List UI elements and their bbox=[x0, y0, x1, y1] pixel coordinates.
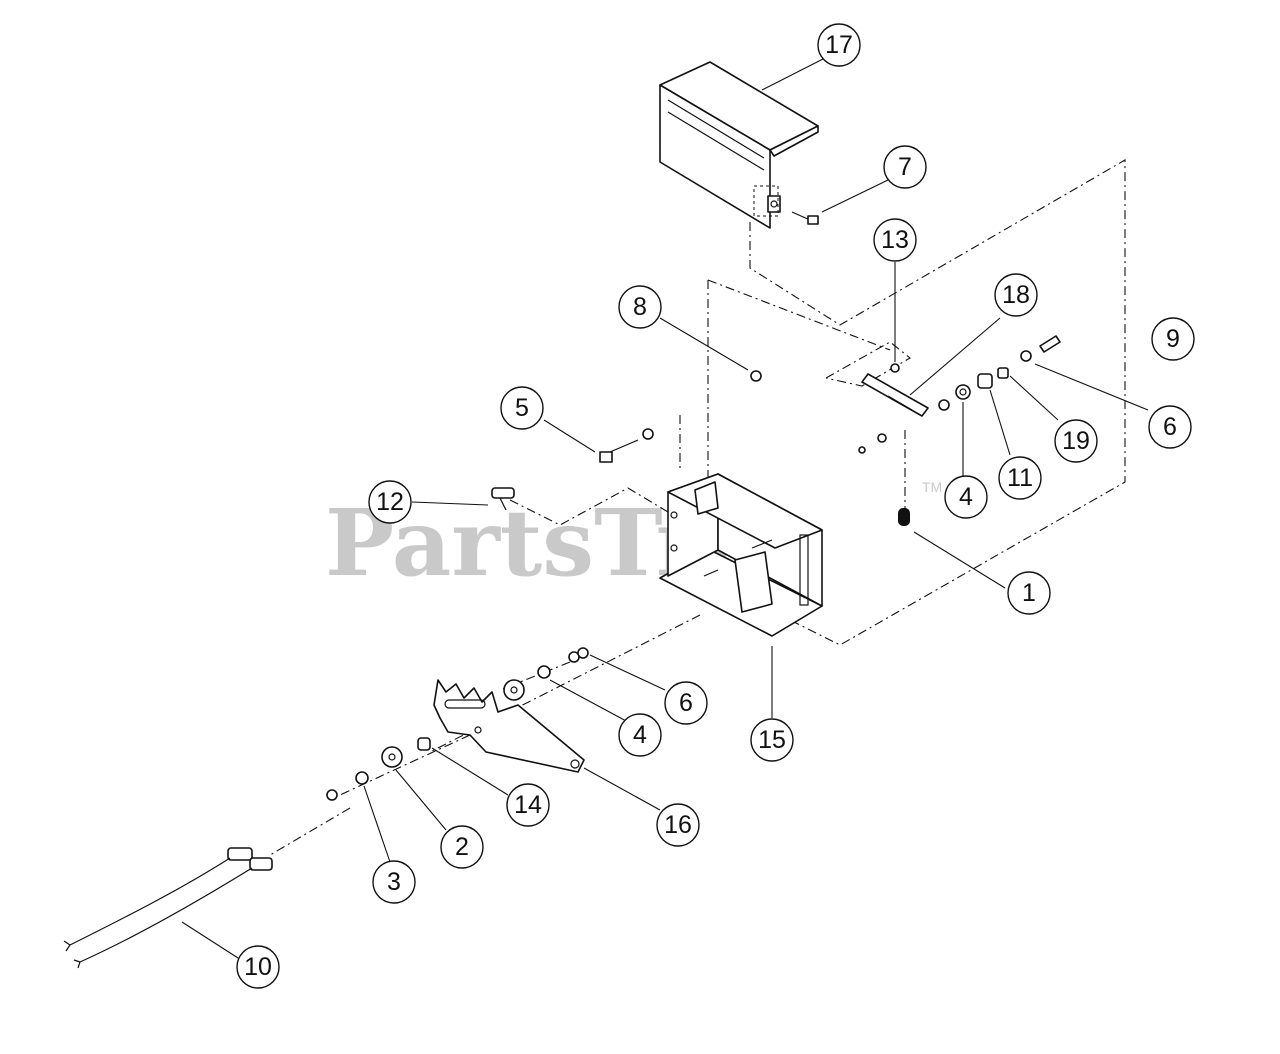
cover-part-17 bbox=[659, 61, 819, 229]
spring-part-1 bbox=[898, 508, 910, 526]
svg-text:1: 1 bbox=[1022, 579, 1036, 607]
sensor-cables-part-10 bbox=[63, 847, 273, 969]
callout-12: 12 bbox=[368, 480, 412, 524]
callout-14: 14 bbox=[506, 783, 550, 827]
watermark-tm: TM bbox=[922, 479, 942, 495]
watermark: PartsTree TM bbox=[325, 479, 942, 597]
svg-text:15: 15 bbox=[758, 726, 786, 754]
svg-text:11: 11 bbox=[1007, 464, 1033, 492]
lever-part-16 bbox=[433, 679, 585, 773]
svg-text:4: 4 bbox=[959, 483, 973, 511]
callout-19: 19 bbox=[1054, 419, 1098, 463]
callout-1: 1 bbox=[1007, 571, 1051, 615]
plate-part-18 bbox=[861, 373, 929, 417]
svg-text:5: 5 bbox=[515, 394, 529, 422]
svg-text:12: 12 bbox=[376, 488, 404, 516]
svg-text:2: 2 bbox=[455, 833, 469, 861]
callout-7: 7 bbox=[883, 145, 927, 189]
screw-part-7 bbox=[791, 211, 819, 225]
hardware-right bbox=[858, 335, 1061, 454]
callout-9: 9 bbox=[1151, 317, 1195, 361]
svg-text:4: 4 bbox=[633, 721, 647, 749]
svg-text:16: 16 bbox=[664, 811, 692, 839]
svg-text:3: 3 bbox=[387, 868, 401, 896]
callout-11: 11 bbox=[998, 456, 1042, 500]
svg-text:6: 6 bbox=[1163, 413, 1177, 441]
callout-4b: 4 bbox=[618, 713, 662, 757]
callout-5: 5 bbox=[500, 386, 544, 430]
callout-8: 8 bbox=[618, 285, 662, 329]
callout-4a: 4 bbox=[944, 475, 988, 519]
svg-text:14: 14 bbox=[514, 791, 542, 819]
hardware-left bbox=[326, 647, 589, 801]
callout-15: 15 bbox=[750, 718, 794, 762]
bracket-part-15 bbox=[659, 473, 823, 637]
svg-text:7: 7 bbox=[898, 153, 912, 181]
screw-part-5 bbox=[599, 428, 654, 463]
nut-part-8 bbox=[750, 370, 762, 382]
callout-16: 16 bbox=[656, 803, 700, 847]
leader-lines bbox=[181, 57, 1149, 959]
svg-text:6: 6 bbox=[679, 689, 693, 717]
svg-text:8: 8 bbox=[633, 293, 647, 321]
callout-18: 18 bbox=[994, 273, 1038, 317]
svg-text:9: 9 bbox=[1166, 325, 1180, 353]
svg-text:17: 17 bbox=[825, 31, 853, 59]
callout-6b: 6 bbox=[664, 681, 708, 725]
callout-10: 10 bbox=[236, 945, 280, 989]
callout-13: 13 bbox=[873, 218, 917, 262]
callout-3: 3 bbox=[372, 860, 416, 904]
callout-2: 2 bbox=[440, 825, 484, 869]
svg-text:19: 19 bbox=[1062, 427, 1090, 455]
bolt-part-12 bbox=[491, 487, 515, 511]
callout-6a: 6 bbox=[1148, 405, 1192, 449]
svg-text:10: 10 bbox=[244, 953, 272, 981]
svg-text:13: 13 bbox=[881, 226, 909, 254]
callout-17: 17 bbox=[817, 23, 861, 67]
svg-text:18: 18 bbox=[1002, 281, 1030, 309]
